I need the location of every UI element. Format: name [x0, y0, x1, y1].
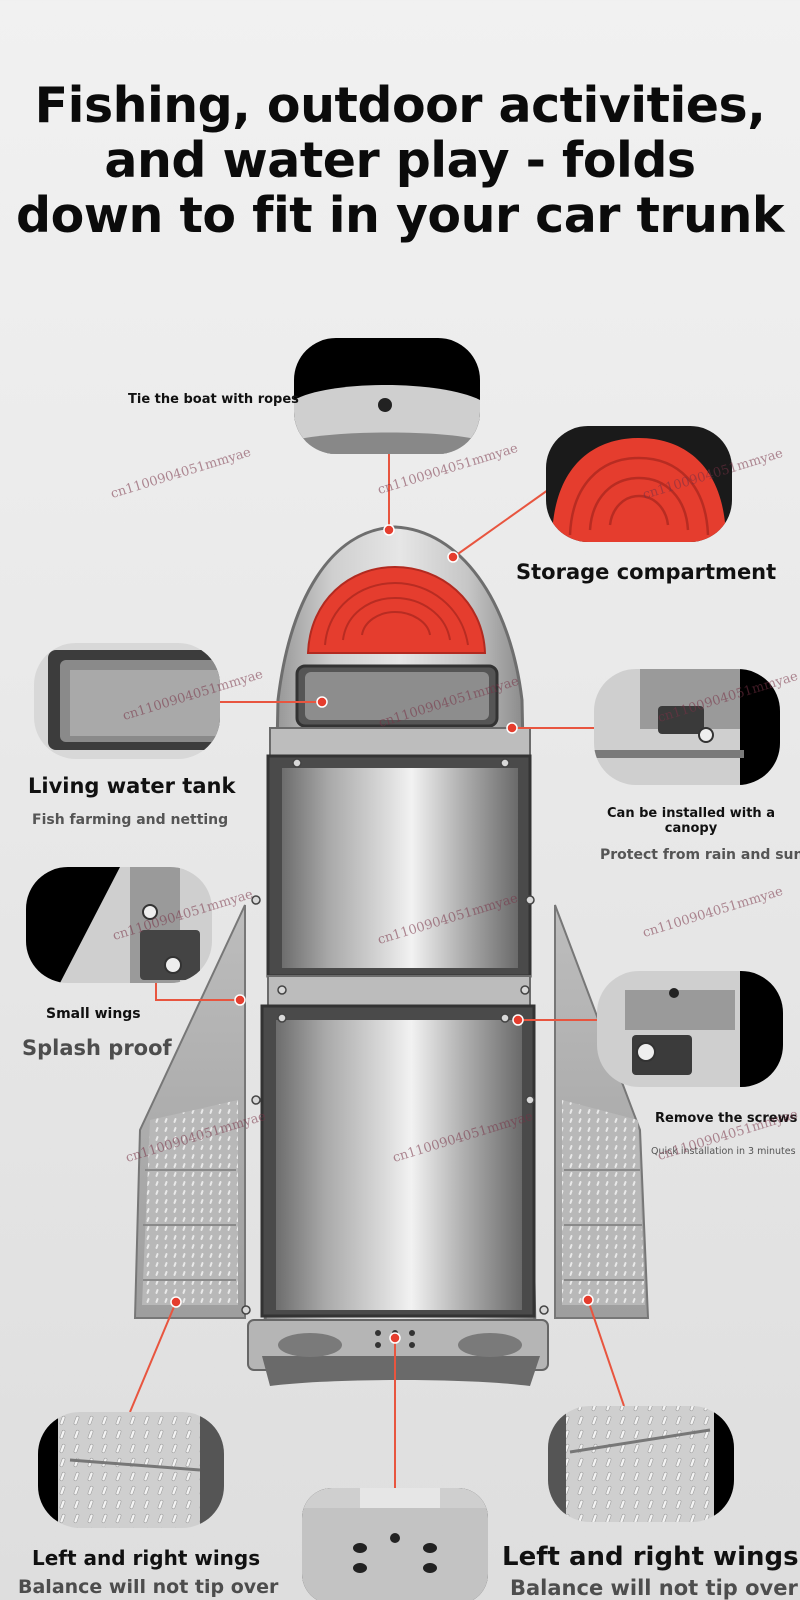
- small-wings-title: Small wings: [46, 1006, 141, 1022]
- canopy-subtitle: Protect from rain and sun: [600, 847, 800, 863]
- page-title: Fishing, outdoor activities, and water p…: [0, 78, 800, 243]
- right-wings-subtitle: Balance will not tip over: [510, 1576, 798, 1600]
- title-line-2: and water play - folds: [104, 132, 696, 189]
- left-wings-subtitle: Balance will not tip over: [18, 1576, 279, 1598]
- screws-subtitle: Quick installation in 3 minutes: [651, 1146, 796, 1157]
- title-line-3: down to fit in your car trunk: [16, 187, 784, 244]
- screws-title: Remove the screws: [655, 1111, 798, 1126]
- canopy-title-line-2: canopy: [664, 821, 718, 836]
- water-tank-title: Living water tank: [28, 774, 236, 798]
- right-wings-title: Left and right wings: [502, 1542, 799, 1572]
- title-line-1: Fishing, outdoor activities,: [34, 77, 766, 134]
- left-wings-title: Left and right wings: [32, 1546, 261, 1570]
- water-tank-subtitle: Fish farming and netting: [32, 812, 229, 828]
- canopy-title: Can be installed with a canopy: [600, 806, 782, 836]
- canopy-title-line-1: Can be installed with a: [607, 806, 775, 821]
- storage-label: Storage compartment: [516, 560, 777, 584]
- rope-label: Tie the boat with ropes: [128, 392, 299, 407]
- small-wings-subtitle: Splash proof: [22, 1036, 172, 1060]
